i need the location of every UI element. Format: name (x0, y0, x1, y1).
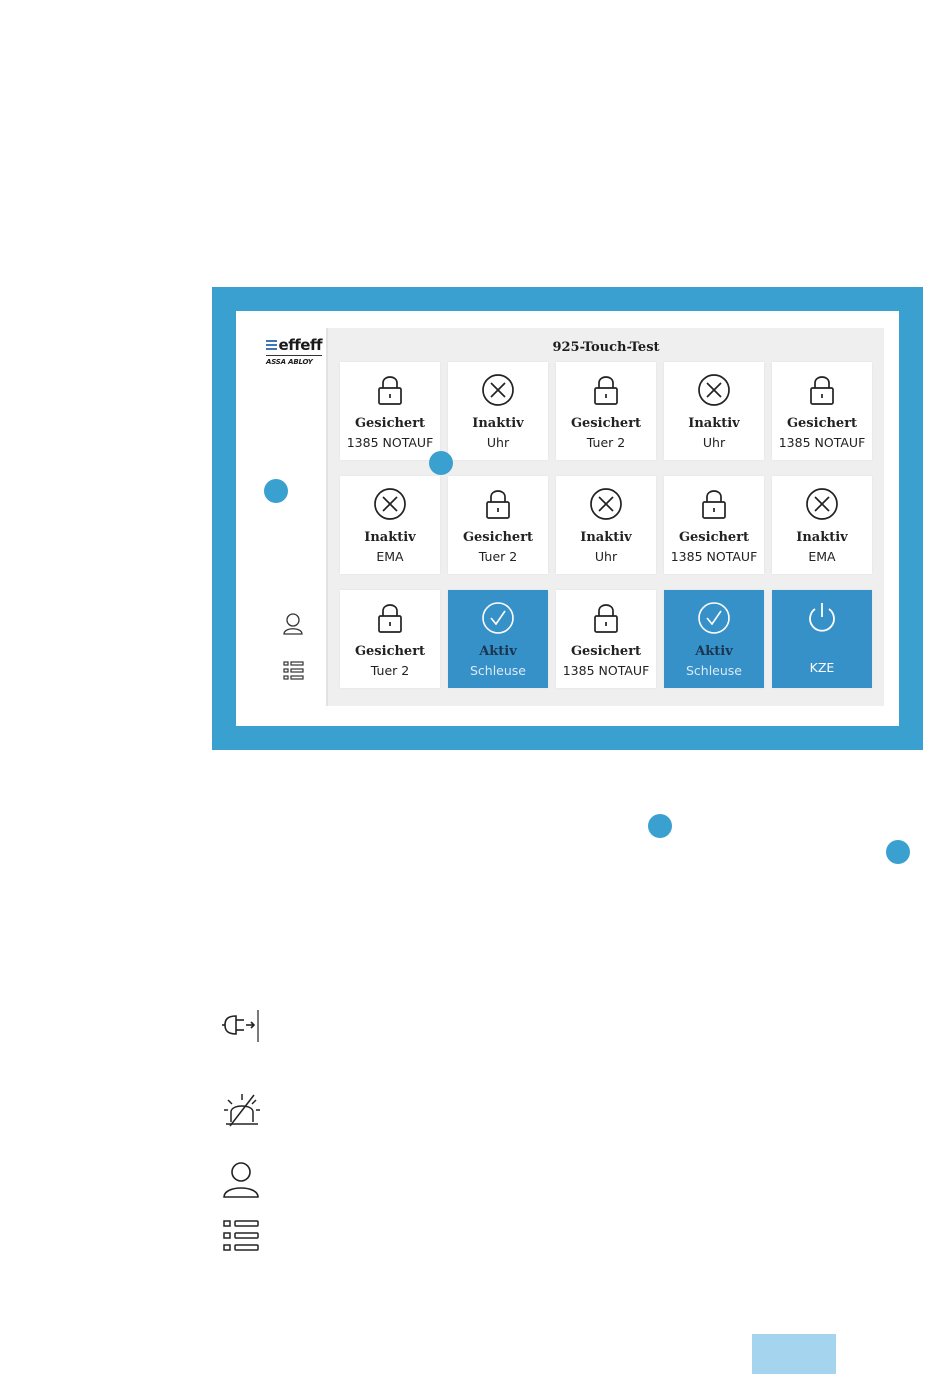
list-icon[interactable] (283, 660, 305, 686)
tile-name: Uhr (703, 435, 725, 450)
tile-1385-notauf[interactable]: Gesichert 1385 NOTAUF (340, 362, 440, 460)
tile-state: Gesichert (355, 416, 425, 431)
logo: effeff ASSA ABLOY (266, 336, 322, 366)
tile-name: 1385 NOTAUF (347, 435, 434, 450)
tile-name: 1385 NOTAUF (779, 435, 866, 450)
tile-state: Inaktiv (796, 530, 847, 545)
tile-kze[interactable]: KZE (772, 590, 872, 688)
power-icon (805, 600, 839, 636)
page-tab (752, 1334, 836, 1374)
tile-1385-notauf[interactable]: Gesichert 1385 NOTAUF (556, 590, 656, 688)
lock-icon (697, 486, 731, 522)
x-circle-icon (589, 486, 623, 522)
tile-state: Inaktiv (364, 530, 415, 545)
tile-state: Aktiv (479, 644, 517, 659)
callout-marker (886, 840, 910, 864)
user-icon[interactable] (282, 612, 304, 640)
tile-1385-notauf[interactable]: Gesichert 1385 NOTAUF (664, 476, 764, 574)
list-icon (222, 1218, 262, 1262)
callout-marker (429, 451, 453, 475)
user-icon (222, 1160, 262, 1204)
tile-name: Tuer 2 (587, 435, 625, 450)
x-circle-icon (481, 372, 515, 408)
logo-mark-icon (266, 338, 277, 352)
lock-icon (481, 486, 515, 522)
tile-state: Aktiv (695, 644, 733, 659)
tile-name: Tuer 2 (371, 663, 409, 678)
logo-brand: effeff (279, 336, 322, 354)
callout-marker (264, 479, 288, 503)
tile-state: Gesichert (463, 530, 533, 545)
tile-name: Tuer 2 (479, 549, 517, 564)
tile-state: Inaktiv (472, 416, 523, 431)
sidebar (256, 328, 328, 706)
tile-name: Schleuse (686, 663, 742, 678)
check-circle-icon (481, 600, 515, 636)
check-circle-icon (697, 600, 731, 636)
callout-marker (648, 814, 672, 838)
lock-icon (589, 372, 623, 408)
tile-state: Gesichert (787, 416, 857, 431)
tile-name: EMA (376, 549, 403, 564)
tile-state: Inaktiv (688, 416, 739, 431)
tile-state: Inaktiv (580, 530, 631, 545)
x-circle-icon (805, 486, 839, 522)
tile-state: Gesichert (355, 644, 425, 659)
logo-sub: ASSA ABLOY (266, 355, 322, 366)
alarm-off-icon (222, 1092, 262, 1132)
tile-name: Uhr (595, 549, 617, 564)
plug-icon (222, 1008, 262, 1046)
lock-icon (589, 600, 623, 636)
tile-name: Uhr (487, 435, 509, 450)
tile-state: Gesichert (571, 416, 641, 431)
tile-name: Schleuse (470, 663, 526, 678)
tile-name: 1385 NOTAUF (671, 549, 758, 564)
tile-name: EMA (808, 549, 835, 564)
lock-icon (805, 372, 839, 408)
x-circle-icon (697, 372, 731, 408)
page-title: 925-Touch-Test (328, 340, 884, 355)
lock-icon (373, 372, 407, 408)
tile-name: 1385 NOTAUF (563, 663, 650, 678)
tile-state: Gesichert (571, 644, 641, 659)
tile-name: KZE (810, 660, 835, 675)
tile-1385-notauf[interactable]: Gesichert 1385 NOTAUF (772, 362, 872, 460)
lock-icon (373, 600, 407, 636)
x-circle-icon (373, 486, 407, 522)
tile-state: Gesichert (679, 530, 749, 545)
